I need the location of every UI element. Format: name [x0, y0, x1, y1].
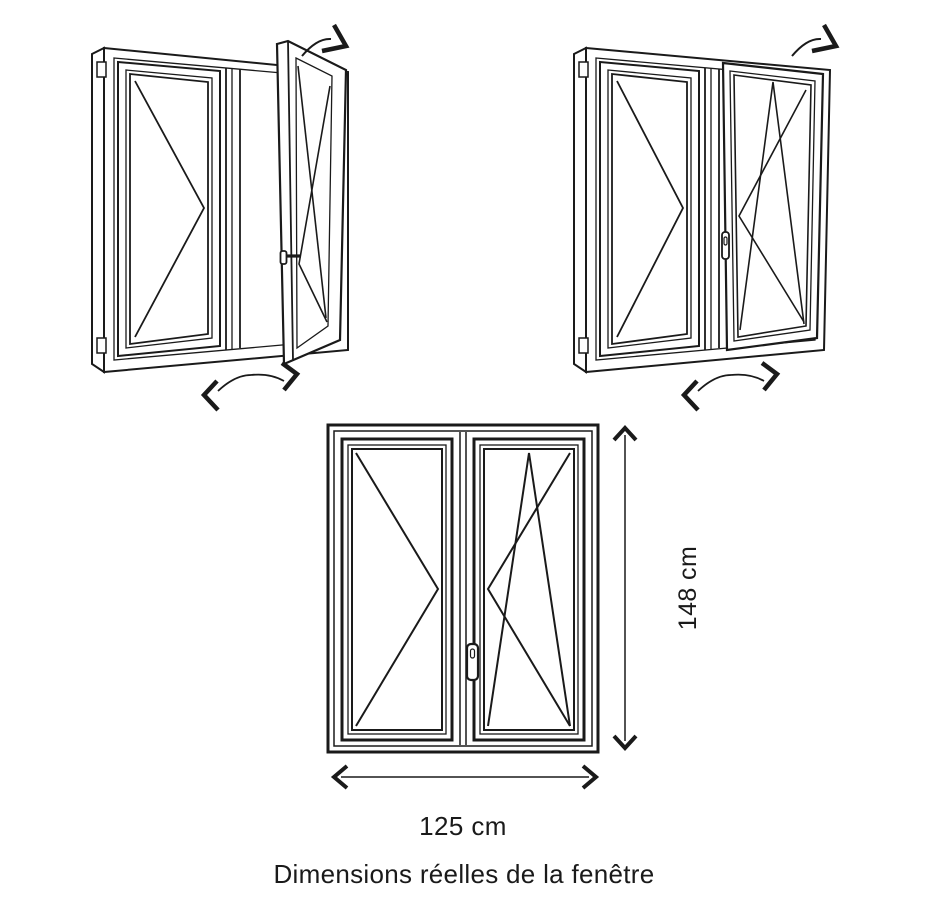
tilt-direction-arrow-icon: [301, 23, 350, 57]
window-handle-icon: [279, 250, 301, 265]
left-fixed-sash: [599, 60, 700, 358]
hinge-icon: [578, 337, 589, 354]
casement-symbol: [134, 80, 206, 338]
casement-symbol: [355, 452, 440, 727]
window-tilt-open-illustration: [573, 23, 840, 412]
left-sash: [340, 437, 454, 742]
casement-symbol: [616, 80, 685, 338]
height-dimension-arrow: [612, 425, 638, 751]
tilt-direction-arrow-icon: [791, 23, 840, 57]
swing-direction-arrow-icon: [680, 361, 781, 412]
window-handle-icon: [721, 231, 730, 260]
window-turn-open-illustration: [91, 23, 350, 412]
casement-symbol: [738, 89, 807, 323]
open-sash: [275, 39, 348, 366]
width-dimension-label: 125 cm: [419, 811, 507, 841]
tilt-symbol: [739, 81, 805, 331]
hinge-icon: [578, 61, 589, 78]
tilted-sash: [721, 61, 825, 352]
left-fixed-sash: [117, 60, 221, 358]
window-front-view-illustration: [326, 423, 638, 790]
tilt-symbol: [487, 452, 571, 727]
width-dimension-arrow: [330, 764, 600, 790]
figure-caption: Dimensions réelles de la fenêtre: [273, 859, 655, 889]
swing-direction-arrow-icon: [200, 361, 301, 412]
height-dimension-label: 148 cm: [674, 545, 702, 631]
casement-symbol: [486, 452, 571, 727]
hinge-icon: [96, 61, 107, 78]
hinge-icon: [96, 337, 107, 354]
right-sash: [472, 437, 586, 742]
window-frame: [326, 423, 600, 754]
window-handle-icon: [465, 642, 480, 682]
